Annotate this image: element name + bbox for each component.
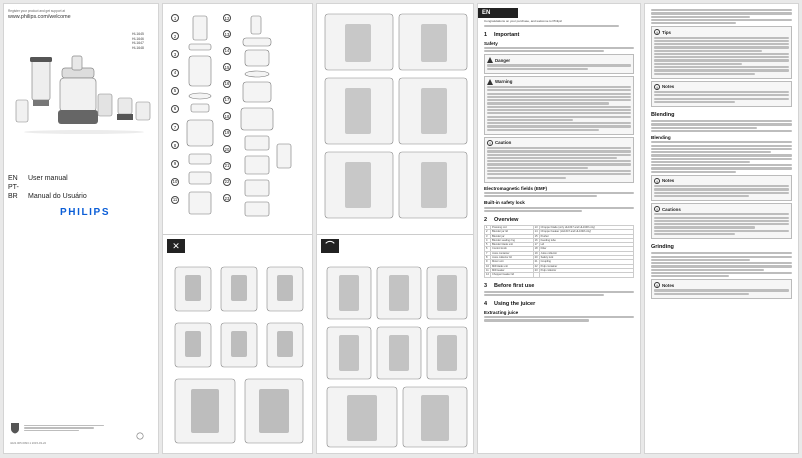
assembly-illustrations bbox=[324, 13, 468, 219]
subheading: Electromagnetic fields (EMF) bbox=[484, 185, 548, 191]
cover-page: Register your product and get support at… bbox=[3, 3, 159, 454]
part-label: 20 bbox=[223, 145, 231, 154]
danger-box: Danger bbox=[484, 54, 634, 74]
caution-box: !Caution bbox=[484, 136, 634, 183]
subheading: Extracting juice bbox=[484, 310, 519, 315]
manual-title-en: User manual bbox=[28, 175, 68, 182]
exploded-diagram bbox=[186, 15, 292, 217]
juicer-product-image bbox=[15, 55, 151, 134]
part-label: 23 bbox=[223, 194, 231, 203]
manual-title-pt: Manual do Usuário bbox=[28, 193, 87, 200]
website-url[interactable]: www.philips.com/welcome bbox=[8, 14, 71, 20]
assembly-page: ⌒ bbox=[316, 3, 474, 454]
part-label: 19 bbox=[223, 128, 231, 137]
part-label: 10 bbox=[171, 177, 179, 186]
cup-icon: ⌒ bbox=[321, 239, 339, 253]
caution-icon: ! bbox=[487, 139, 493, 146]
part-label: 9 bbox=[171, 159, 179, 168]
part-label: 14 bbox=[223, 46, 231, 55]
part-number-cell: 10 bbox=[484, 263, 491, 269]
lang-en: EN bbox=[8, 175, 18, 182]
warning-icon bbox=[487, 78, 493, 85]
lang-pt: PT-BR bbox=[8, 184, 19, 200]
part-number-cell: 12 bbox=[484, 272, 491, 278]
tip-icon: i bbox=[654, 29, 660, 36]
part-label: 8 bbox=[171, 141, 179, 150]
subheading: Blending bbox=[651, 135, 671, 141]
part-name-cell bbox=[538, 272, 635, 278]
part-label: 5 bbox=[171, 86, 179, 95]
en-manual-page: EN Congratulations on your purchase, and… bbox=[477, 3, 641, 454]
language-tab: EN bbox=[478, 8, 518, 18]
model-number: HL1645 bbox=[132, 32, 144, 36]
part-label: 7 bbox=[171, 123, 179, 132]
part-label: 2 bbox=[171, 32, 179, 41]
warning-box: Warning bbox=[484, 75, 634, 135]
model-number: HL1648 bbox=[132, 45, 144, 50]
intro-text: Congratulations on your purchase, and we… bbox=[484, 19, 563, 23]
danger-icon bbox=[487, 57, 493, 64]
register-text: Register your product and get support at bbox=[8, 9, 66, 13]
part-name-cell: Chopper beaker lid bbox=[490, 272, 534, 278]
note-icon: i bbox=[654, 177, 660, 184]
part-label: 11 bbox=[171, 195, 179, 204]
recycle-icon bbox=[136, 432, 144, 440]
model-number: HL1647 bbox=[132, 41, 144, 46]
part-label: 22 bbox=[223, 177, 231, 186]
caution-icon: ! bbox=[654, 206, 660, 213]
part-label: 12 bbox=[223, 14, 231, 22]
philips-shield-icon bbox=[11, 423, 19, 434]
model-number: HL1646 bbox=[132, 36, 144, 41]
note-icon: i bbox=[654, 282, 660, 289]
usage-illustrations bbox=[326, 266, 468, 448]
part-label: 15 bbox=[223, 63, 231, 72]
part-label: 21 bbox=[223, 161, 231, 170]
x-icon: ✕ bbox=[167, 239, 185, 253]
part-label: 16 bbox=[223, 79, 231, 88]
philips-logo: PHILIPS bbox=[60, 207, 111, 218]
part-label: 6 bbox=[171, 104, 179, 113]
section-heading: Blending bbox=[651, 112, 675, 119]
part-label: 13 bbox=[223, 30, 231, 39]
part-label: 17 bbox=[223, 95, 231, 104]
usage-illustrations bbox=[174, 266, 304, 444]
part-label: 3 bbox=[171, 50, 179, 59]
subheading: Safety bbox=[484, 40, 498, 46]
part-label: 1 bbox=[171, 14, 179, 22]
section-heading: Grinding bbox=[651, 244, 674, 251]
part-label: 4 bbox=[171, 68, 179, 77]
cautions-box: !Cautions bbox=[651, 203, 792, 240]
document-code: 4222.005.0093.1 2015-03-22 bbox=[10, 441, 47, 445]
subheading: Built-in safety lock bbox=[484, 200, 525, 206]
part-name-cell: Chopper beaker (HL1647 and HL1648 only) bbox=[538, 229, 635, 235]
part-label: 18 bbox=[223, 112, 231, 121]
note-icon: i bbox=[654, 83, 660, 90]
parts-diagram-page: 1 2 3 4 5 6 7 8 9 10 11 12 13 14 15 16 1… bbox=[162, 3, 313, 454]
